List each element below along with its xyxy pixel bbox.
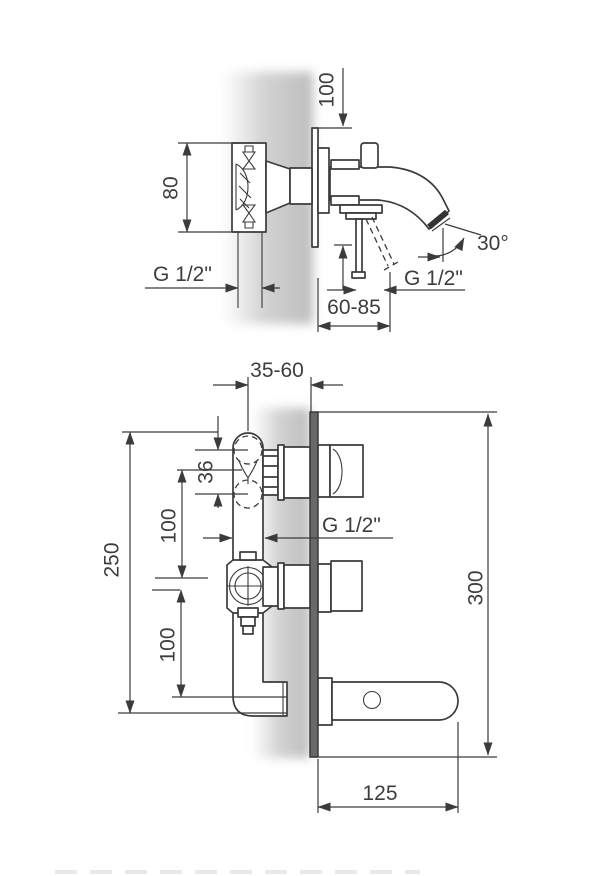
dim-upper-spacing: 100 bbox=[155, 469, 242, 579]
side-view-drawing: 100 80 G 1/2" 60-85 G 1/2" bbox=[145, 68, 509, 332]
aerator bbox=[427, 209, 449, 230]
knurled-ring-bottom bbox=[330, 195, 360, 206]
dim-label-125: 125 bbox=[362, 782, 397, 805]
dim-label-250: 250 bbox=[101, 542, 124, 577]
wall-plate-front bbox=[309, 411, 319, 758]
upper-control-knob bbox=[317, 444, 364, 498]
supply-pipe bbox=[237, 232, 263, 308]
dim-lower-spacing: 100 bbox=[152, 589, 287, 698]
dim-label-80: 80 bbox=[160, 176, 183, 199]
dim-label-100-upper: 100 bbox=[158, 508, 181, 543]
upper-inlet-bolt bbox=[241, 145, 257, 170]
dim-outlet-thread: G 1/2" bbox=[203, 514, 393, 543]
dim-shower-thread: G 1/2" bbox=[327, 267, 465, 295]
hand-shower-pull-rod bbox=[355, 218, 363, 274]
tub-spout-assembly bbox=[317, 142, 451, 279]
dim-plate-length: 300 bbox=[310, 411, 497, 758]
dim-label-36: 36 bbox=[195, 460, 218, 483]
dim-label-35-60: 35-60 bbox=[250, 359, 304, 382]
dim-label-100-lower: 100 bbox=[157, 627, 180, 662]
spout-body bbox=[329, 166, 450, 230]
pull-rod-alt-position bbox=[365, 216, 399, 271]
dim-body-height: 80 bbox=[160, 142, 240, 233]
label-g12-front: G 1/2" bbox=[322, 514, 381, 537]
spout-collar bbox=[317, 677, 333, 726]
dim-label-30deg: 30° bbox=[477, 232, 509, 255]
dim-spout-length: 125 bbox=[317, 722, 459, 813]
mixing-funnel bbox=[238, 460, 258, 484]
knurled-ring-top bbox=[330, 159, 360, 170]
dim-spout-angle: 30° bbox=[418, 223, 509, 262]
mixer-cartridge-valve bbox=[226, 551, 311, 635]
wall-flange bbox=[317, 147, 330, 214]
drain-screw bbox=[237, 607, 259, 618]
spout-hole bbox=[362, 690, 382, 710]
mixer-valve-body bbox=[231, 142, 313, 233]
dim-label-60-85: 60-85 bbox=[327, 296, 381, 319]
dim-label-100-top: 100 bbox=[316, 72, 339, 107]
wall-plate-side bbox=[311, 127, 319, 248]
dim-spout-projection: 60-85 bbox=[317, 272, 391, 332]
dim-depth-range: 35-60 bbox=[213, 359, 343, 431]
knurled-volume-knob bbox=[317, 560, 363, 613]
dim-inlet-thread: G 1/2" bbox=[145, 263, 280, 293]
diverter-knob bbox=[360, 142, 379, 169]
label-g12-left: G 1/2" bbox=[153, 263, 212, 286]
shower-outlet-flange bbox=[339, 204, 383, 214]
bottom-spout bbox=[317, 677, 459, 726]
lower-inlet-bolt bbox=[241, 204, 257, 229]
dim-wall-offset: 100 bbox=[316, 68, 352, 290]
front-view-drawing: 35-60 36 100 100 250 bbox=[101, 359, 497, 813]
dim-label-300: 300 bbox=[465, 570, 488, 605]
dim-inlet-offset: 36 bbox=[195, 416, 248, 508]
dim-body-length: 250 bbox=[101, 431, 287, 714]
label-g12-right: G 1/2" bbox=[404, 267, 463, 290]
spout-outlet-body bbox=[331, 681, 459, 721]
